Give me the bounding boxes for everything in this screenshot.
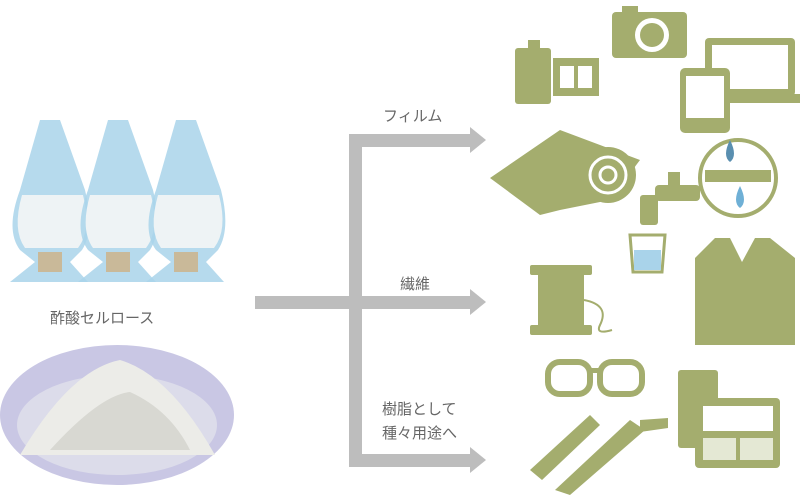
arrow-resin [470, 447, 486, 473]
branch-label-film: フィルム [383, 107, 443, 125]
laptop-tablet-icon [680, 38, 800, 133]
glasses-icon [545, 359, 645, 397]
water-faucet-icon [628, 172, 700, 274]
cosmetics-icon [678, 370, 780, 468]
flask-icon [10, 120, 90, 282]
input-bar [255, 296, 355, 309]
branch-label-fiber: 繊維 [400, 275, 431, 293]
arrow-fiber [470, 289, 486, 315]
source-label: 酢酸セルロース [50, 309, 155, 327]
arrow-film [470, 127, 486, 153]
fabric-roll-icon [490, 130, 640, 215]
thread-spool-icon [530, 265, 613, 335]
camera-icon [612, 6, 687, 58]
shirt-icon [695, 238, 795, 345]
film-roll-icon [515, 40, 599, 104]
branch-label-resin-line1: 樹脂として [382, 400, 457, 418]
waterproof-icon [698, 138, 778, 218]
flask-icons [10, 120, 226, 282]
branch-label-resin-line2: 種々用途へ [382, 424, 458, 442]
comb-icon [555, 418, 668, 495]
powder-image [0, 345, 234, 485]
branch-arrows [255, 127, 486, 473]
pen-icon [530, 415, 600, 480]
